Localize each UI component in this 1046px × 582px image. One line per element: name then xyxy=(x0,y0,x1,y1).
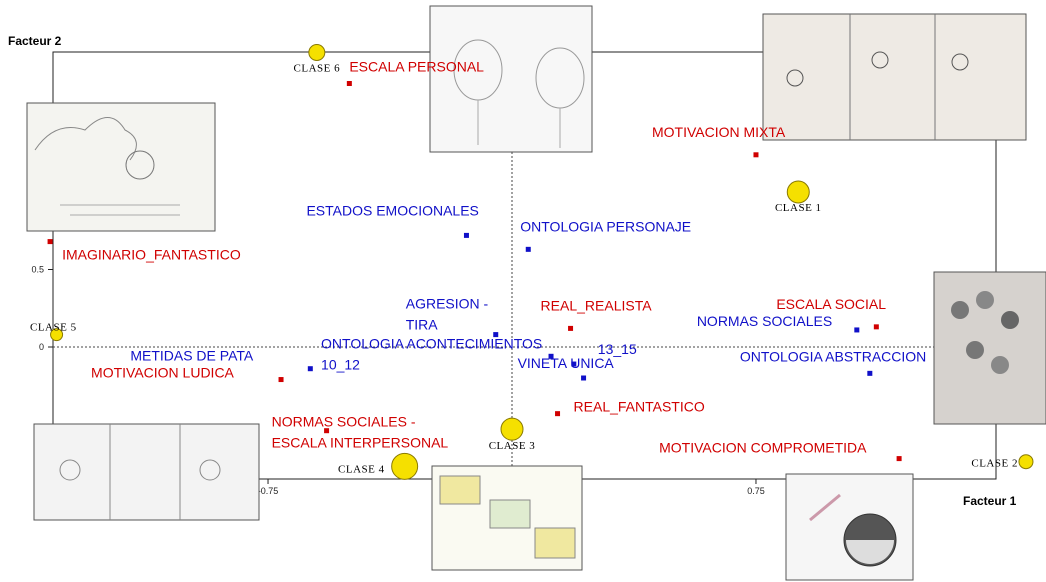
cartoon-thumbnail-top-center xyxy=(429,5,593,153)
cartoon-thumbnail-bottom-right xyxy=(785,473,914,581)
modality-label: MOTIVACION MIXTA xyxy=(652,124,786,140)
modality-point xyxy=(47,239,53,245)
modality-label: NORMAS SOCIALES - xyxy=(272,414,416,430)
class-point xyxy=(786,180,810,204)
variable-label: 10_12 xyxy=(321,356,360,372)
modality-point xyxy=(555,411,561,417)
modality-label: MOTIVACION COMPROMETIDA xyxy=(659,440,867,456)
y-axis-label: Facteur 2 xyxy=(8,34,62,48)
class-point xyxy=(1018,454,1034,470)
modality-label: ESCALA SOCIAL xyxy=(776,296,886,312)
x-tick-label: 0.75 xyxy=(747,486,765,496)
variable-label: AGRESION - xyxy=(406,296,489,312)
variable-label: NORMAS SOCIALES xyxy=(697,313,832,329)
modality-point xyxy=(753,152,759,158)
modality-label: REAL_REALISTA xyxy=(541,297,653,313)
modality-label: ESCALA INTERPERSONAL xyxy=(272,435,449,451)
variable-point xyxy=(307,366,313,372)
class-label: CLASE 3 xyxy=(489,440,536,452)
class-label: CLASE 1 xyxy=(775,202,822,214)
modality-label: ESCALA PERSONAL xyxy=(349,59,484,75)
class-label: CLASE 6 xyxy=(294,63,341,75)
modality-point xyxy=(873,324,879,330)
variable-label: ESTADOS EMOCIONALES xyxy=(306,202,478,218)
cartoon-thumbnail-top-left xyxy=(26,102,216,232)
modality-label: IMAGINARIO_FANTASTICO xyxy=(62,247,241,263)
variable-point xyxy=(525,246,531,252)
variable-point xyxy=(854,327,860,333)
modality-label: REAL_FANTASTICO xyxy=(574,399,705,415)
variable-point xyxy=(581,375,587,381)
variable-point xyxy=(463,232,469,238)
x-axis-label: Facteur 1 xyxy=(963,494,1017,508)
class-point xyxy=(50,328,64,342)
modality-point xyxy=(896,456,902,462)
variable-point xyxy=(867,370,873,376)
cartoon-thumbnail-right xyxy=(933,271,1046,425)
variable-label: METIDAS DE PATA xyxy=(130,348,254,364)
variable-label: 13_15 xyxy=(598,341,637,357)
y-tick-label: 0.5 xyxy=(31,265,44,275)
modality-point xyxy=(568,325,574,331)
y-tick-label: 0 xyxy=(39,342,44,352)
class-point xyxy=(308,44,326,61)
class-point xyxy=(500,417,524,441)
variable-label: VINETA UNICA xyxy=(518,355,615,371)
variable-label: ONTOLOGIA ABSTRACCION xyxy=(740,348,926,364)
variable-label: TIRA xyxy=(406,317,439,333)
class-label: CLASE 2 xyxy=(971,458,1018,470)
class-label: CLASE 5 xyxy=(30,322,77,334)
x-tick-label: -0.75 xyxy=(258,486,279,496)
variable-point xyxy=(493,332,499,338)
variable-label: ONTOLOGIA ACONTECIMIENTOS xyxy=(321,335,542,351)
modality-point xyxy=(278,377,284,383)
class-point xyxy=(391,452,419,480)
cartoon-thumbnail-bottom-left xyxy=(33,423,260,521)
modality-label: MOTIVACION LUDICA xyxy=(91,365,235,381)
class-label: CLASE 4 xyxy=(338,463,385,475)
modality-point xyxy=(324,428,330,434)
variable-point xyxy=(548,353,554,359)
points-layer: ESCALA PERSONAL MOTIVACION MIXTA IMAGINARI… xyxy=(30,44,1034,480)
modality-point xyxy=(346,81,352,86)
cartoon-thumbnail-bottom-center xyxy=(431,465,583,571)
cartoon-thumbnail-top-right xyxy=(762,13,1027,141)
variable-point xyxy=(571,361,577,367)
variable-label: ONTOLOGIA PERSONAJE xyxy=(520,218,691,234)
tick-labels: -0.75 0.75 0.5 0 xyxy=(31,265,764,497)
